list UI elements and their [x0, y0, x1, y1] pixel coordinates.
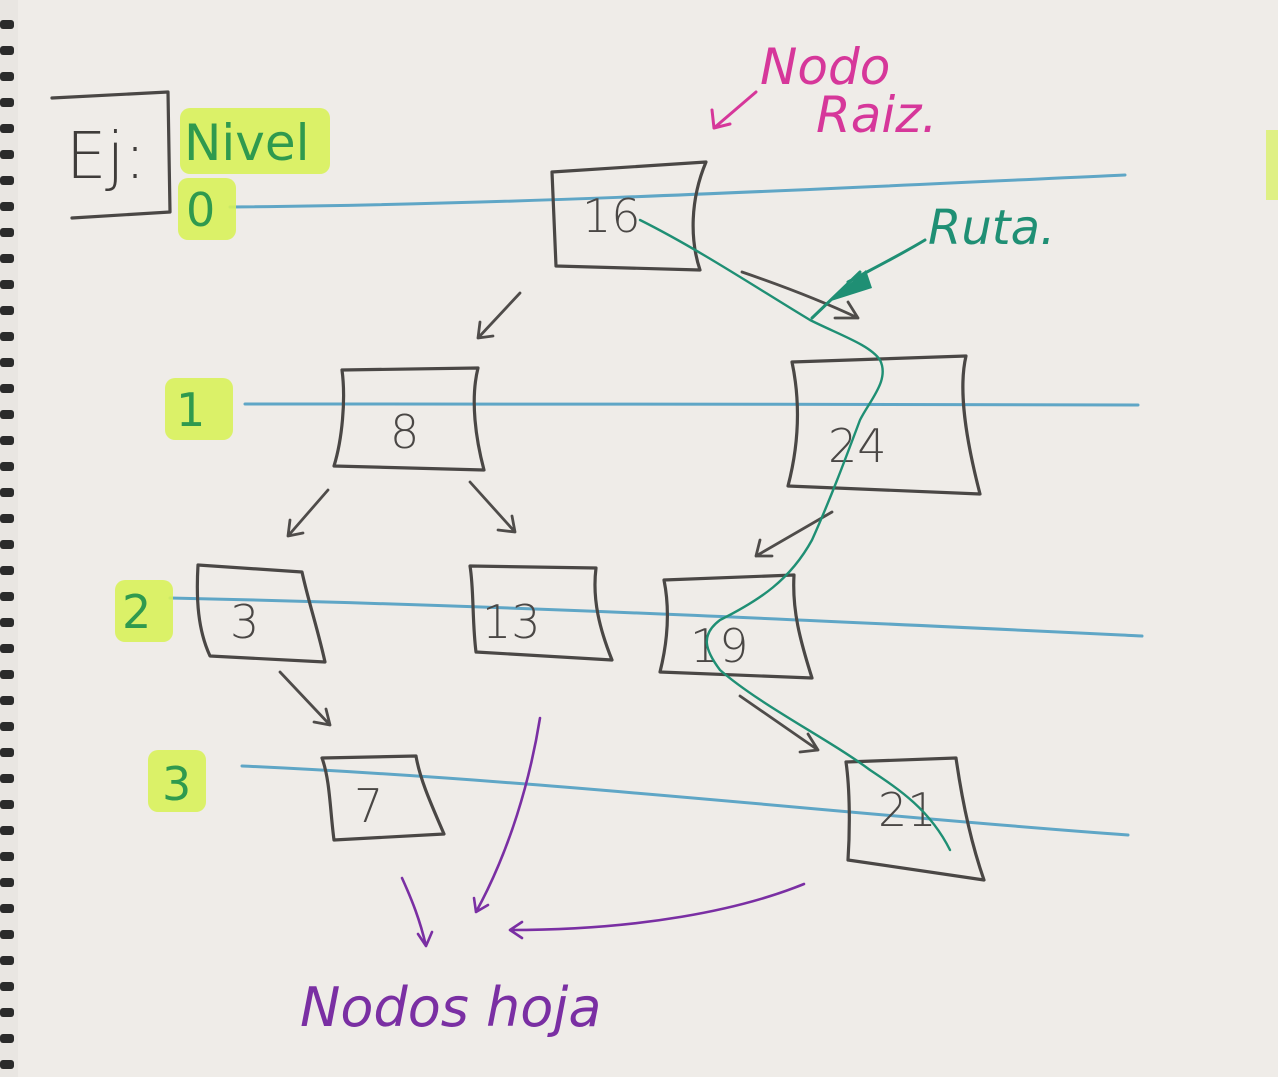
spiral-ring	[0, 930, 14, 939]
spiral-ring	[0, 618, 14, 627]
spiral-ring	[0, 332, 14, 341]
leaf-arrow-13	[472, 716, 542, 914]
spiral-ring	[0, 774, 14, 783]
node-21-value: 21	[878, 783, 937, 837]
spiral-ring	[0, 72, 14, 81]
spiral-ring	[0, 1034, 14, 1043]
example-box: Ej:	[50, 90, 172, 220]
spiral-ring	[0, 904, 14, 913]
root-annotation: Nodo Raiz.	[710, 38, 937, 144]
route-pointer	[810, 238, 927, 320]
spiral-ring	[0, 306, 14, 315]
spiral-ring	[0, 696, 14, 705]
node-19-value: 19	[690, 619, 749, 673]
spiral-ring	[0, 670, 14, 679]
spiral-ring	[0, 98, 14, 107]
edge-8-13	[468, 480, 517, 534]
spiral-ring	[0, 514, 14, 523]
spiral-ring	[0, 826, 14, 835]
edge-19-21	[738, 694, 820, 754]
leaves-label: Nodos hoja	[300, 976, 601, 1039]
node-7-value: 7	[354, 779, 383, 833]
level-line-0	[228, 173, 1127, 209]
spiral-ring	[0, 358, 14, 367]
leaves-annotation: Nodos hoja	[300, 716, 806, 1039]
spiral-ring	[0, 566, 14, 575]
spiral-ring	[0, 982, 14, 991]
route-label: Ruta.	[928, 200, 1055, 256]
node-16: 16	[550, 160, 708, 272]
level-line-1	[243, 402, 1140, 407]
spiral-ring	[0, 150, 14, 159]
node-8-value: 8	[390, 405, 419, 459]
node-19: 19	[658, 573, 814, 680]
spiral-ring	[0, 1008, 14, 1017]
spiral-ring	[0, 878, 14, 887]
level-0-label: 0	[186, 183, 215, 237]
tree-edges	[278, 270, 860, 754]
edge-3-7	[278, 670, 332, 727]
spiral-ring	[0, 800, 14, 809]
spiral-ring	[0, 592, 14, 601]
spiral-ring	[0, 540, 14, 549]
level-header-highlight	[180, 108, 330, 174]
node-13-value: 13	[482, 595, 541, 649]
level-1-highlight	[165, 378, 233, 440]
spiral-ring	[0, 748, 14, 757]
spiral-ring	[0, 124, 14, 133]
spiral-ring	[0, 176, 14, 185]
level-line-2	[168, 596, 1144, 638]
spiral-ring	[0, 1060, 14, 1069]
level-3-label: 3	[162, 757, 191, 811]
paper-edge-highlight	[1266, 130, 1278, 200]
node-3-value: 3	[230, 595, 259, 649]
spiral-ring	[0, 852, 14, 861]
spiral-ring	[0, 436, 14, 445]
spiral-ring	[0, 384, 14, 393]
edge-24-19	[754, 510, 834, 558]
spiral-ring	[0, 254, 14, 263]
root-pointer-arrow	[710, 90, 758, 130]
root-label-line2: Raiz.	[816, 86, 937, 144]
example-label: Ej:	[66, 120, 146, 194]
level-2-highlight	[115, 580, 173, 642]
node-13: 13	[468, 564, 614, 662]
spiral-ring	[0, 956, 14, 965]
spiral-ring	[0, 644, 14, 653]
edge-16-24	[740, 270, 860, 320]
level-header: Nivel	[184, 114, 310, 172]
level-0-highlight	[178, 178, 236, 240]
spiral-ring	[0, 462, 14, 471]
level-lines	[168, 173, 1144, 837]
edge-8-3	[286, 488, 330, 538]
spiral-binding	[0, 20, 14, 1069]
spiral-ring	[0, 410, 14, 419]
level-3-highlight	[148, 750, 206, 812]
spiral-ring	[0, 488, 14, 497]
level-1-label: 1	[176, 383, 205, 437]
leaf-arrow-7	[400, 876, 434, 948]
spiral-ring	[0, 202, 14, 211]
node-16-value: 16	[582, 189, 641, 243]
node-7: 7	[320, 754, 446, 842]
route-line	[638, 218, 952, 852]
spiral-ring	[0, 280, 14, 289]
level-2-label: 2	[122, 585, 151, 639]
node-3: 3	[195, 563, 327, 664]
node-21: 21	[844, 756, 986, 882]
edge-16-8	[476, 291, 522, 340]
level-line-3	[240, 764, 1130, 837]
spiral-ring	[0, 228, 14, 237]
spiral-ring	[0, 722, 14, 731]
spiral-ring	[0, 46, 14, 55]
spiral-ring	[0, 20, 14, 29]
root-label-line1: Nodo	[760, 38, 890, 96]
node-8: 8	[332, 366, 486, 472]
leaf-arrow-21	[508, 882, 806, 940]
path-route: Ruta.	[638, 200, 1055, 852]
